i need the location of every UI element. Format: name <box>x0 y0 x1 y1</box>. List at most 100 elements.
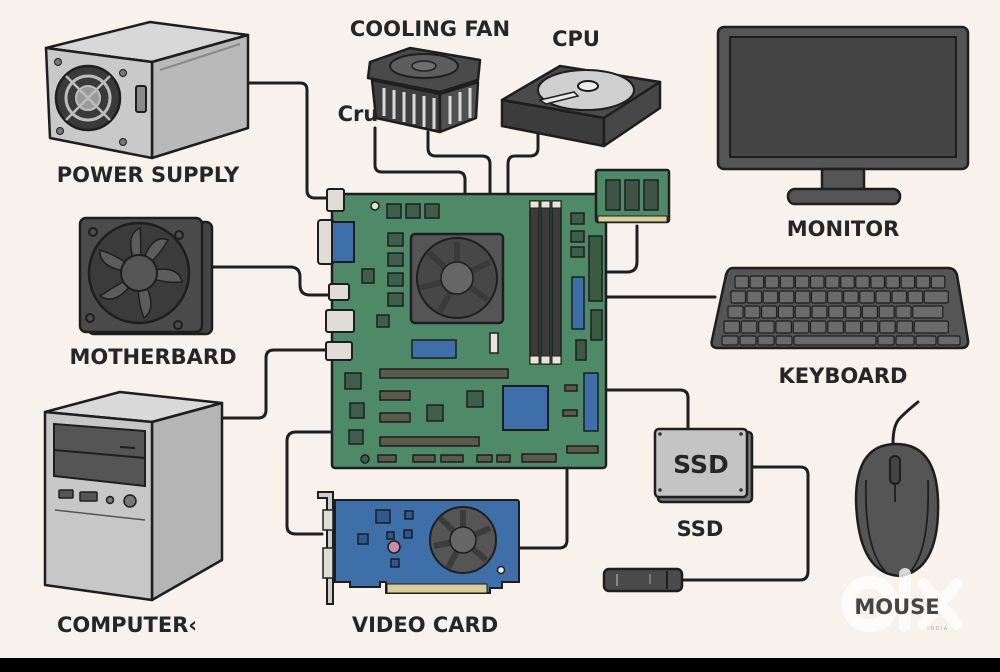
io-port <box>328 283 350 301</box>
keyboard-key <box>930 275 946 289</box>
keyboard-keys <box>721 275 961 346</box>
keyboard-key <box>824 275 840 289</box>
connection-wires <box>210 81 920 582</box>
keyboard-key <box>827 320 844 334</box>
keyboard-key <box>734 275 750 289</box>
keyboard-key <box>777 305 795 319</box>
keyboard-key <box>764 275 780 289</box>
wire-ram <box>603 224 639 274</box>
keyboard-key <box>727 305 744 319</box>
label-keyboard: KEYBOARD <box>779 364 908 388</box>
keyboard-key <box>870 275 886 289</box>
hardware-diagram: POWER SUPPLY COOLING FAN Cru CPU MONITOR <box>43 17 970 637</box>
label-cpu-top: CPU <box>552 27 600 51</box>
io-port <box>325 341 353 361</box>
ram-module-illustration <box>594 168 671 224</box>
keyboard-key <box>828 305 845 319</box>
keyboard-key <box>915 275 931 289</box>
mouse-illustration <box>854 442 940 578</box>
keyboard-key <box>794 305 811 319</box>
monitor-illustration <box>716 25 970 206</box>
watermark-region: INDIA <box>927 626 948 632</box>
wire-video-card <box>285 430 332 536</box>
keyboard-key <box>915 335 937 346</box>
label-power-supply: POWER SUPPLY <box>57 163 240 187</box>
keyboard-key <box>840 275 855 289</box>
computer-tower-illustration <box>43 390 224 602</box>
label-ssd: SSD <box>677 517 724 541</box>
wire-power-supply <box>246 81 332 200</box>
keyboard-key <box>937 335 961 346</box>
keyboard-key <box>740 320 758 334</box>
label-computer: COMPUTER‹ <box>57 613 197 637</box>
keyboard-key <box>744 305 761 319</box>
keyboard-key <box>907 290 924 304</box>
keyboard-key <box>794 275 810 289</box>
keyboard-key <box>730 290 747 304</box>
keyboard-key <box>855 275 870 289</box>
keyboard-key <box>878 305 895 319</box>
keyboard-key <box>811 305 828 319</box>
keyboard-key <box>749 275 765 289</box>
keyboard-key <box>843 290 859 304</box>
keyboard-key <box>859 290 875 304</box>
keyboard-key <box>775 335 793 346</box>
keyboard-key <box>721 335 739 346</box>
keyboard-key <box>895 335 915 346</box>
keyboard-key <box>809 320 827 334</box>
keyboard-key <box>739 335 757 346</box>
label-cpu-side: Cru <box>338 102 379 126</box>
wire-cpu-drive <box>506 126 540 197</box>
diagram-canvas: POWER SUPPLY COOLING FAN Cru CPU MONITOR <box>0 0 1000 658</box>
keyboard-key <box>844 305 862 319</box>
keyboard-key <box>810 290 827 304</box>
keyboard-key <box>875 290 892 304</box>
wire-fan-motherboard <box>210 265 332 297</box>
keyboard-key <box>809 275 825 289</box>
bottom-black-bar <box>0 658 1000 672</box>
keyboard-key <box>896 320 914 334</box>
case-fan-illustration <box>78 216 214 336</box>
keyboard-key <box>746 290 763 304</box>
wire-ssd <box>604 388 690 432</box>
keyboard-key <box>757 335 775 346</box>
motherboard-illustration <box>317 188 608 470</box>
label-monitor: MONITOR <box>787 217 900 241</box>
wire-video-card-right <box>517 468 569 550</box>
video-card-illustration <box>317 491 520 605</box>
io-port <box>325 309 355 333</box>
keyboard-key <box>826 290 843 304</box>
olx-watermark: INDIA <box>841 568 963 633</box>
keyboard-key <box>879 320 896 334</box>
usb-drive-illustration <box>602 567 684 593</box>
cpu-drive-illustration <box>500 64 662 148</box>
label-motherboard: MOTHERBARD <box>69 345 236 369</box>
keyboard-key <box>794 290 811 304</box>
label-mouse: MOUSE <box>854 595 939 619</box>
wire-cpu-label <box>373 126 467 197</box>
label-video-card: VIDEO CARD <box>352 613 498 637</box>
keyboard-key <box>861 320 879 334</box>
ssd-badge-text: SSD <box>673 450 729 479</box>
wire-mouse <box>891 400 920 445</box>
keyboard-key <box>757 320 775 334</box>
io-port <box>326 188 345 212</box>
keyboard-key <box>792 320 810 334</box>
keyboard-key <box>900 275 916 289</box>
keyboard-key <box>913 320 949 334</box>
keyboard-key <box>779 275 795 289</box>
keyboard-key <box>778 290 795 304</box>
keyboard-key <box>861 305 879 319</box>
keyboard-key <box>895 305 912 319</box>
keyboard-key <box>844 320 862 334</box>
power-supply-illustration <box>44 20 250 160</box>
keyboard-key <box>877 335 895 346</box>
wire-usb <box>680 465 810 582</box>
keyboard-key <box>723 320 741 334</box>
keyboard-key <box>775 320 793 334</box>
keyboard-key <box>891 290 908 304</box>
keyboard-key <box>885 275 901 289</box>
keyboard-key <box>912 305 944 319</box>
wire-cooling-fan <box>426 130 492 197</box>
cooling-fan-illustration <box>366 46 482 134</box>
